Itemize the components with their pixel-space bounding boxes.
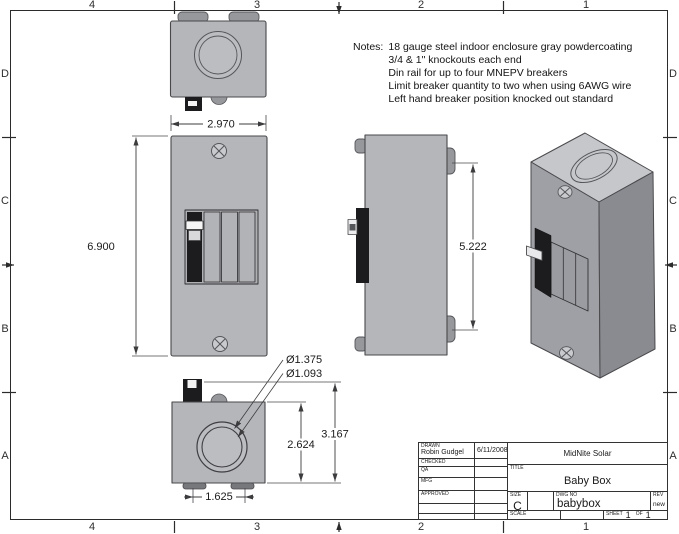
breaker-profile — [356, 208, 369, 283]
iso-knockout-circle — [570, 148, 618, 184]
drawn-label: DRAWN — [421, 443, 440, 449]
zone-label-right: A — [669, 450, 677, 462]
title-label: TITLE — [510, 464, 524, 471]
screw-icon — [211, 143, 227, 159]
dimension-front-height: 6.900 — [87, 135, 168, 357]
note-line: 3/4 & 1" knockouts each end — [388, 54, 522, 66]
sheet-label: SHEET — [606, 511, 623, 517]
hinge-bump — [210, 96, 228, 105]
knockout-outer-circle — [196, 421, 248, 473]
sheet-of-field: SHEET 1 OF 1 — [604, 510, 667, 520]
knockout-outer-circle — [194, 31, 242, 79]
zone-label-bottom: 2 — [417, 521, 425, 533]
knockout-inner-circle — [198, 35, 238, 75]
zone-label-left: D — [1, 68, 9, 80]
dimension-mount-hole-spacing: 5.222 — [452, 162, 489, 331]
note-line: Left hand breaker position knocked out s… — [388, 93, 614, 105]
breaker-knockout-panel — [221, 211, 238, 283]
zone-label-left: C — [1, 195, 9, 207]
note-line: Limit breaker quantity to two when using… — [388, 80, 632, 92]
hinge-bump — [210, 393, 228, 403]
side-view — [347, 134, 456, 356]
iso-breaker-toggle — [526, 245, 543, 261]
breaker-knockout-panel — [238, 211, 256, 283]
zone-label-right: C — [669, 195, 677, 207]
iso-side-face — [598, 171, 656, 379]
zone-label-top: 4 — [88, 0, 96, 11]
zone-label-left: A — [1, 450, 9, 462]
dim-text-body-depth: 2.624 — [287, 439, 315, 451]
sheet-size: C — [513, 499, 522, 513]
title-block: DRAWN Robin Gudgel 6/11/2008 CHECKED QA … — [418, 442, 668, 520]
mounting-foot — [230, 482, 255, 490]
dimension-overall-depth: 3.167 — [204, 381, 350, 482]
breaker-knockout-panel — [203, 211, 221, 283]
revision: new — [653, 501, 665, 508]
zone-label-right: B — [669, 323, 677, 335]
title-block-signoff-column: DRAWN Robin Gudgel 6/11/2008 CHECKED QA … — [419, 443, 508, 519]
breaker-toggle-handle — [188, 230, 201, 241]
zone-label-right: D — [669, 68, 677, 80]
drawn-name: Robin Gudgel — [421, 449, 464, 456]
dimension-body-depth: 2.624 — [267, 401, 341, 484]
screw-icon — [212, 336, 228, 352]
zone-label-top: 1 — [582, 0, 590, 11]
isometric-view — [526, 132, 656, 379]
din-clip-slot — [188, 101, 197, 106]
zone-label-bottom: 1 — [582, 521, 590, 533]
dim-text-front-width: 2.970 — [207, 119, 235, 131]
bottom-view — [171, 379, 266, 490]
drawing-title: Baby Box — [563, 474, 612, 487]
dimension-front-width: 2.970 — [170, 115, 267, 131]
title-block-main-column: MidNite Solar TITLE Baby Box SIZE C DWG … — [508, 443, 667, 520]
sheet-total: 1 — [645, 510, 651, 520]
notes-label: Notes: — [353, 41, 384, 53]
zone-label-bottom: 3 — [253, 521, 261, 533]
dim-text-front-height: 6.900 — [87, 241, 115, 253]
iso-breaker — [534, 227, 552, 298]
checked-label: CHECKED — [421, 459, 446, 465]
dimension-foot-spacing: 1.625 — [184, 488, 254, 503]
breaker-toggle — [185, 220, 204, 230]
dim-text-overall-depth: 3.167 — [321, 429, 349, 441]
qa-label: QA — [421, 467, 429, 473]
dwg-no-label: DWG NO — [556, 492, 578, 498]
note-line: 18 gauge steel indoor enclosure gray pow… — [388, 41, 633, 53]
company-name: MidNite Solar — [508, 443, 667, 465]
mfg-label: MFG — [421, 478, 433, 484]
screw-icon — [557, 185, 573, 199]
zone-label-bottom: 4 — [88, 521, 96, 533]
knockout-inner-circle — [201, 426, 243, 468]
zone-label-top: 2 — [417, 0, 425, 11]
note-line: Din rail for up to four MNEPV breakers — [388, 67, 568, 79]
sheet-number: 1 — [625, 510, 631, 520]
notes-block: Notes: 18 gauge steel indoor enclosure g… — [353, 41, 632, 106]
of-label: OF — [635, 511, 643, 517]
size-label: SIZE — [510, 492, 522, 498]
dimension-knockout-diameters: Ø1.375 Ø1.093 — [234, 354, 322, 438]
zone-label-left: B — [1, 323, 9, 335]
scale-label: SCALE — [510, 511, 527, 517]
dim-text-knockout-outer: Ø1.375 — [286, 354, 322, 366]
enclosure-side-face — [364, 134, 448, 356]
drawn-date: 6/11/2008 — [477, 447, 507, 454]
front-view — [170, 135, 268, 357]
breaker-toggle-detail — [349, 224, 356, 231]
dim-text-mount-hole-spacing: 5.222 — [459, 241, 487, 253]
top-view — [169, 11, 267, 111]
approved-label: APPROVED — [421, 491, 449, 497]
dim-text-knockout-inner: Ø1.093 — [286, 368, 322, 380]
mounting-foot — [182, 482, 207, 490]
drawing-number: babybox — [557, 498, 601, 510]
dim-text-foot-spacing: 1.625 — [205, 491, 233, 503]
rev-label: REV — [653, 492, 664, 498]
zone-label-top: 3 — [253, 0, 261, 11]
din-clip-slot — [187, 380, 197, 388]
screw-icon — [559, 346, 574, 360]
